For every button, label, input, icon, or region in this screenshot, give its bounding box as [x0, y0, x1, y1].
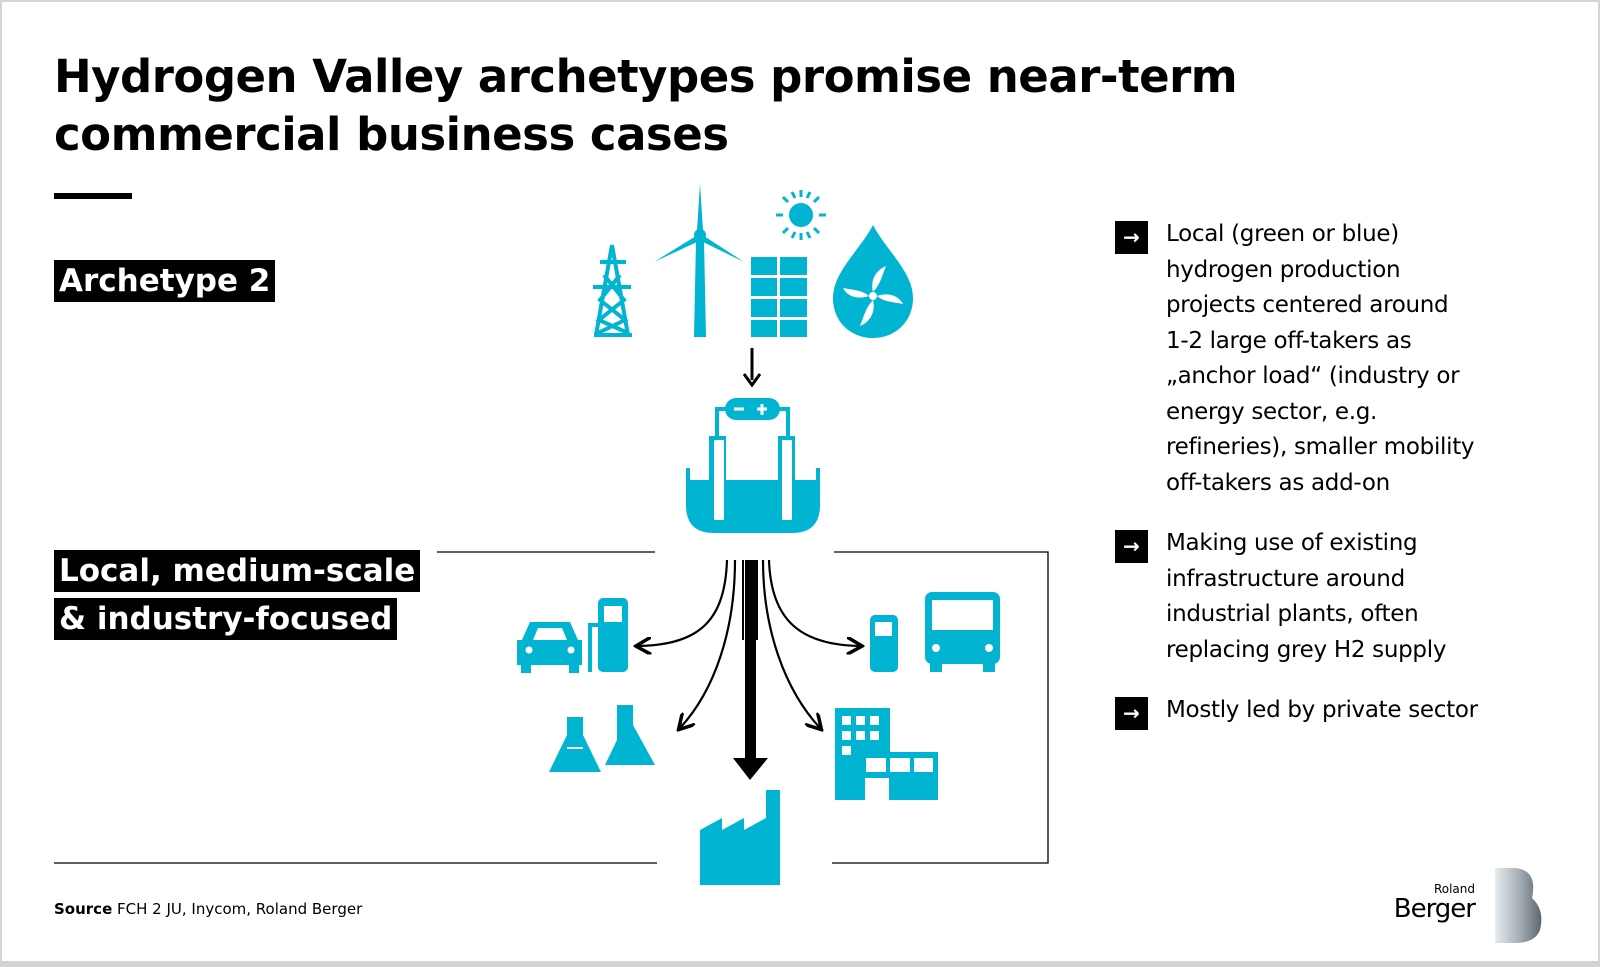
hydropower-drop-icon — [833, 225, 913, 338]
main-arrow-down-icon — [733, 560, 768, 780]
bullet-text: Local (green or blue)hydrogen production… — [1166, 221, 1475, 496]
power-pylon-icon — [593, 244, 632, 337]
chemical-flasks-icon — [549, 705, 655, 772]
bus-icon — [925, 592, 1000, 672]
page-title: Hydrogen Valley archetypes promise near-… — [54, 50, 1238, 161]
car-icon — [517, 622, 582, 673]
archetype-desc-line-1: Local, medium-scale — [54, 550, 421, 592]
fuel-pump-icon-left — [588, 598, 628, 672]
fuel-pump-icon-right — [870, 615, 898, 672]
buildings-icon — [835, 708, 938, 800]
source-note: Source FCH 2 JU, Inycom, Roland Berger — [54, 900, 363, 918]
archetype-desc-line-2: & industry-focused — [54, 598, 398, 640]
solar-panel-icon — [751, 257, 807, 337]
distribution-arrows — [638, 559, 860, 728]
bullet-1: → Local (green or blue)hydrogen producti… — [1115, 217, 1475, 501]
arrow-right-icon: → — [1115, 697, 1148, 730]
arrow-right-icon: → — [1115, 530, 1148, 563]
arrow-right-icon: → — [1115, 221, 1148, 254]
title-underline — [54, 193, 132, 199]
arrow-down-icon — [742, 348, 762, 388]
bullet-text: Mostly led by private sector — [1166, 697, 1478, 723]
sun-icon — [776, 190, 826, 240]
wind-turbine-icon — [654, 184, 744, 337]
bullet-3: → Mostly led by private sector — [1115, 693, 1478, 730]
factory-icon — [700, 790, 780, 885]
electrolyzer-icon — [686, 398, 820, 533]
roland-berger-logo: Roland Berger — [1394, 868, 1545, 943]
frame-lines — [54, 551, 1049, 864]
archetype-label: Archetype 2 — [54, 260, 276, 302]
